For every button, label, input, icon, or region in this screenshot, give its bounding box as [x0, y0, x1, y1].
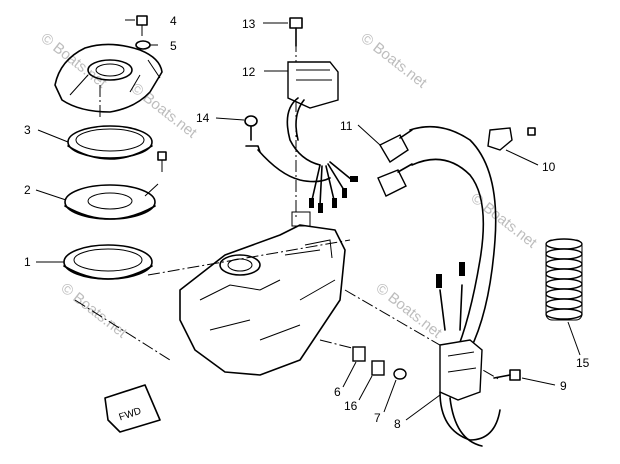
bolt-4	[136, 15, 148, 36]
grommet-15	[545, 238, 583, 321]
watermark: © Boats.net	[128, 80, 201, 142]
callout-6: 6	[334, 385, 341, 399]
callout-12: 12	[242, 65, 256, 79]
spark-plug-cap-11	[377, 129, 413, 197]
callout-numbers: 1 2 3 4 5 6 7 8 9 10 11 12 13 14 15 16	[24, 14, 590, 431]
callout-8: 8	[394, 417, 401, 431]
bracket-6	[352, 346, 366, 362]
flywheel-cover	[54, 43, 163, 113]
watermark: © Boats.net	[58, 280, 131, 342]
ignition-coil-12	[286, 61, 339, 166]
bolt-14	[244, 115, 331, 183]
callout-9: 9	[560, 379, 567, 393]
callout-5: 5	[170, 39, 177, 53]
screw-7	[393, 368, 407, 380]
watermark: © Boats.net	[358, 30, 431, 92]
power-head-block	[179, 211, 346, 376]
ring-plate-3	[67, 125, 153, 160]
callout-1: 1	[24, 255, 31, 269]
stator-plate-2	[64, 183, 159, 220]
watermark: © Boats.net	[468, 190, 541, 252]
wire-harness	[309, 161, 358, 213]
callout-15: 15	[576, 356, 590, 370]
callout-14: 14	[196, 111, 210, 125]
washer-5	[135, 40, 151, 50]
bolt-9	[493, 369, 521, 381]
callout-10: 10	[542, 160, 556, 174]
leader-lines	[35, 19, 581, 421]
callout-4: 4	[170, 14, 177, 28]
callout-7: 7	[374, 411, 381, 425]
cdi-unit-8	[436, 262, 501, 447]
fwd-label: FWD	[118, 406, 143, 424]
bolt	[157, 151, 167, 172]
callout-2: 2	[24, 183, 31, 197]
bracket-16	[371, 360, 385, 376]
fwd-direction-badge: FWD	[104, 384, 161, 433]
watermark: © Boats.net	[373, 280, 446, 342]
callout-3: 3	[24, 123, 31, 137]
high-tension-leads	[409, 125, 497, 356]
callout-11: 11	[340, 119, 353, 133]
ring-plate-1	[63, 244, 153, 280]
bracket-10	[487, 127, 536, 151]
callout-16: 16	[344, 399, 358, 413]
bolt-13	[289, 17, 303, 47]
callout-13: 13	[242, 17, 256, 31]
